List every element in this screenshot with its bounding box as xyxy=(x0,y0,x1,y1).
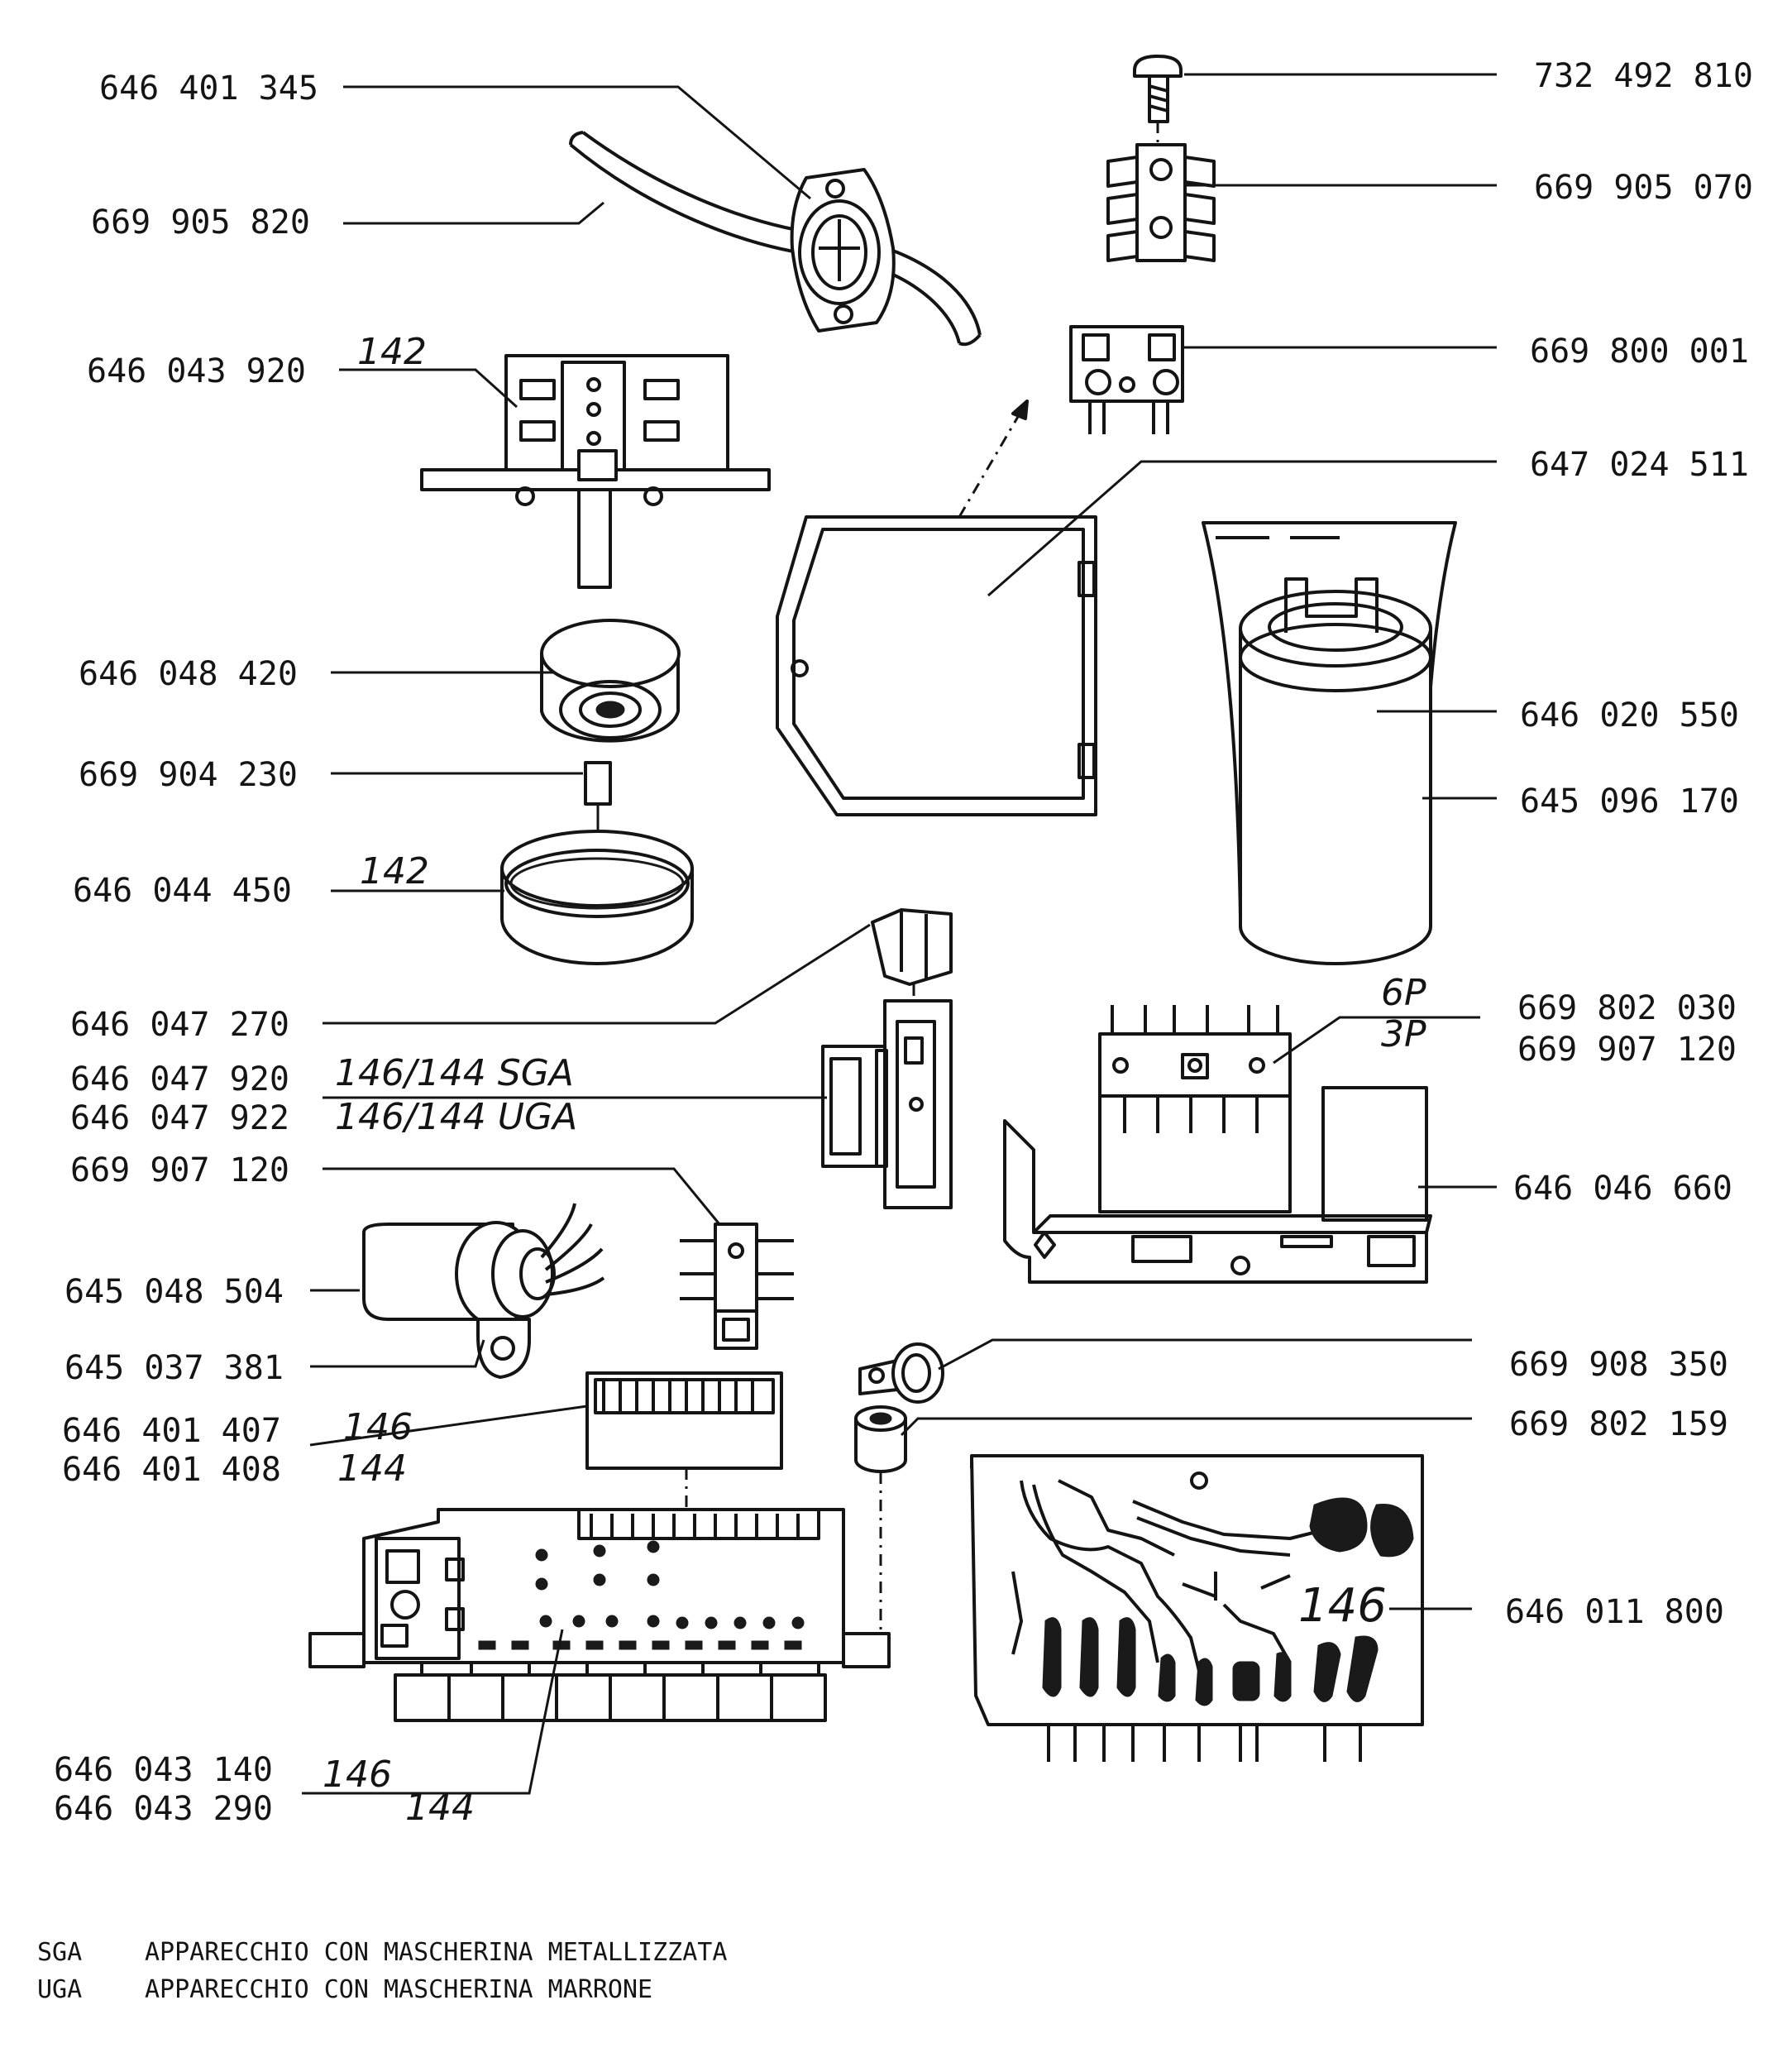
capacitor-clip-drawing xyxy=(476,1318,531,1379)
coupler-drawing xyxy=(584,761,612,806)
note-144-strip: 144 xyxy=(337,1448,407,1490)
capacitor-small-drawing xyxy=(362,1203,605,1327)
control-board-drawing xyxy=(308,1508,891,1722)
label-connector-strip-146: 646 401 407 xyxy=(62,1412,281,1450)
label-control-board-146: 646 043 140 xyxy=(54,1751,273,1789)
cover-drawing xyxy=(776,515,1097,816)
note-142a: 142 xyxy=(357,331,427,373)
note-146-strip: 146 xyxy=(343,1406,413,1448)
label-cover: 647 024 511 xyxy=(1530,446,1749,484)
label-capacitor-sleeve: 645 096 170 xyxy=(1520,782,1739,821)
note-6p: 6P xyxy=(1381,972,1426,1014)
label-power-board: 646 011 800 xyxy=(1505,1593,1724,1631)
note-3p: 3P xyxy=(1381,1013,1426,1055)
cable-clamp-drawing xyxy=(790,168,896,333)
legend-text-sga: APPARECCHIO CON MASCHERINA METALLIZZATA xyxy=(145,1938,727,1967)
legend: SGA APPARECCHIO CON MASCHERINA METALLIZZ… xyxy=(37,1938,727,2004)
note-146-144-sga: 146/144 SGA xyxy=(335,1052,574,1094)
label-capacitor-large: 646 020 550 xyxy=(1520,696,1739,735)
note-146-board: 146 xyxy=(323,1754,392,1796)
label-clamp-ring: 669 908 350 xyxy=(1509,1346,1728,1384)
label-coupler: 669 904 230 xyxy=(79,756,298,794)
knob-top-drawing xyxy=(540,619,681,743)
note-146-144-uga: 146/144 UGA xyxy=(335,1096,577,1138)
board-components xyxy=(478,1540,805,1650)
label-cable-clamp: 646 401 345 xyxy=(99,69,318,108)
label-mains-cable: 669 905 820 xyxy=(91,203,310,242)
label-knob-bottom: 646 044 450 xyxy=(73,872,292,910)
label-terminal-plate: 669 905 070 xyxy=(1534,169,1753,207)
label-relay-6p: 669 802 030 xyxy=(1517,989,1737,1027)
plug-small-drawing xyxy=(871,908,953,1001)
label-module-uga: 646 047 922 xyxy=(70,1099,289,1137)
label-bracket-left: 669 907 120 xyxy=(70,1151,289,1189)
label-screw: 732 492 810 xyxy=(1534,57,1753,95)
push-buttons xyxy=(394,1673,827,1722)
note-144-board: 144 xyxy=(405,1787,475,1829)
label-control-board-144: 646 043 290 xyxy=(54,1790,273,1828)
label-capacitor-small: 645 048 504 xyxy=(65,1273,284,1311)
switch-assembly-drawing xyxy=(420,354,771,589)
label-relay-base: 646 046 660 xyxy=(1513,1170,1732,1208)
terminal-plate-drawing xyxy=(1106,143,1216,262)
screw-drawing xyxy=(1133,55,1183,147)
legend-text-uga: APPARECCHIO CON MASCHERINA MARRONE xyxy=(145,1975,652,2004)
spacer-drawing xyxy=(854,1405,907,1646)
label-spacer: 669 802 159 xyxy=(1509,1405,1728,1443)
legend-code-uga: UGA xyxy=(37,1975,82,2004)
note-142b: 142 xyxy=(360,850,429,892)
label-knob-top: 646 048 420 xyxy=(79,655,298,693)
power-board-drawing xyxy=(970,1454,1424,1762)
label-connector-strip-144: 646 401 408 xyxy=(62,1451,281,1489)
note-146-power: 146 xyxy=(1298,1579,1387,1633)
part-labels: 646 401 345 669 905 820 646 043 920 646 … xyxy=(54,57,1753,1828)
label-plug-small: 646 047 270 xyxy=(70,1006,289,1044)
label-switch-assembly: 646 043 920 xyxy=(87,352,306,390)
clamp-ring-drawing xyxy=(858,1342,944,1404)
connector-strip-drawing xyxy=(585,1371,783,1510)
terminal-block-drawing xyxy=(1069,325,1184,434)
legend-code-sga: SGA xyxy=(37,1938,82,1967)
label-module-sga: 646 047 920 xyxy=(70,1060,289,1098)
relay-base-drawing xyxy=(1003,1086,1432,1284)
bracket-left-drawing xyxy=(680,1223,794,1350)
label-capacitor-clip: 645 037 381 xyxy=(65,1349,284,1387)
knob-bottom-drawing xyxy=(500,830,694,965)
capacitor-large-drawing xyxy=(1239,577,1432,965)
leader-lines xyxy=(302,73,1497,1795)
handwritten-notes: 142 142 146/144 SGA 146/144 UGA 6P 3P 14… xyxy=(323,331,1426,1829)
mains-cable-drawing xyxy=(569,131,982,347)
label-terminal-block: 669 800 001 xyxy=(1530,333,1749,371)
label-relay-3p: 669 907 120 xyxy=(1517,1031,1737,1069)
module-drawing xyxy=(821,999,953,1209)
cover-arrow xyxy=(958,400,1029,518)
relay-drawing xyxy=(1098,1005,1292,1213)
